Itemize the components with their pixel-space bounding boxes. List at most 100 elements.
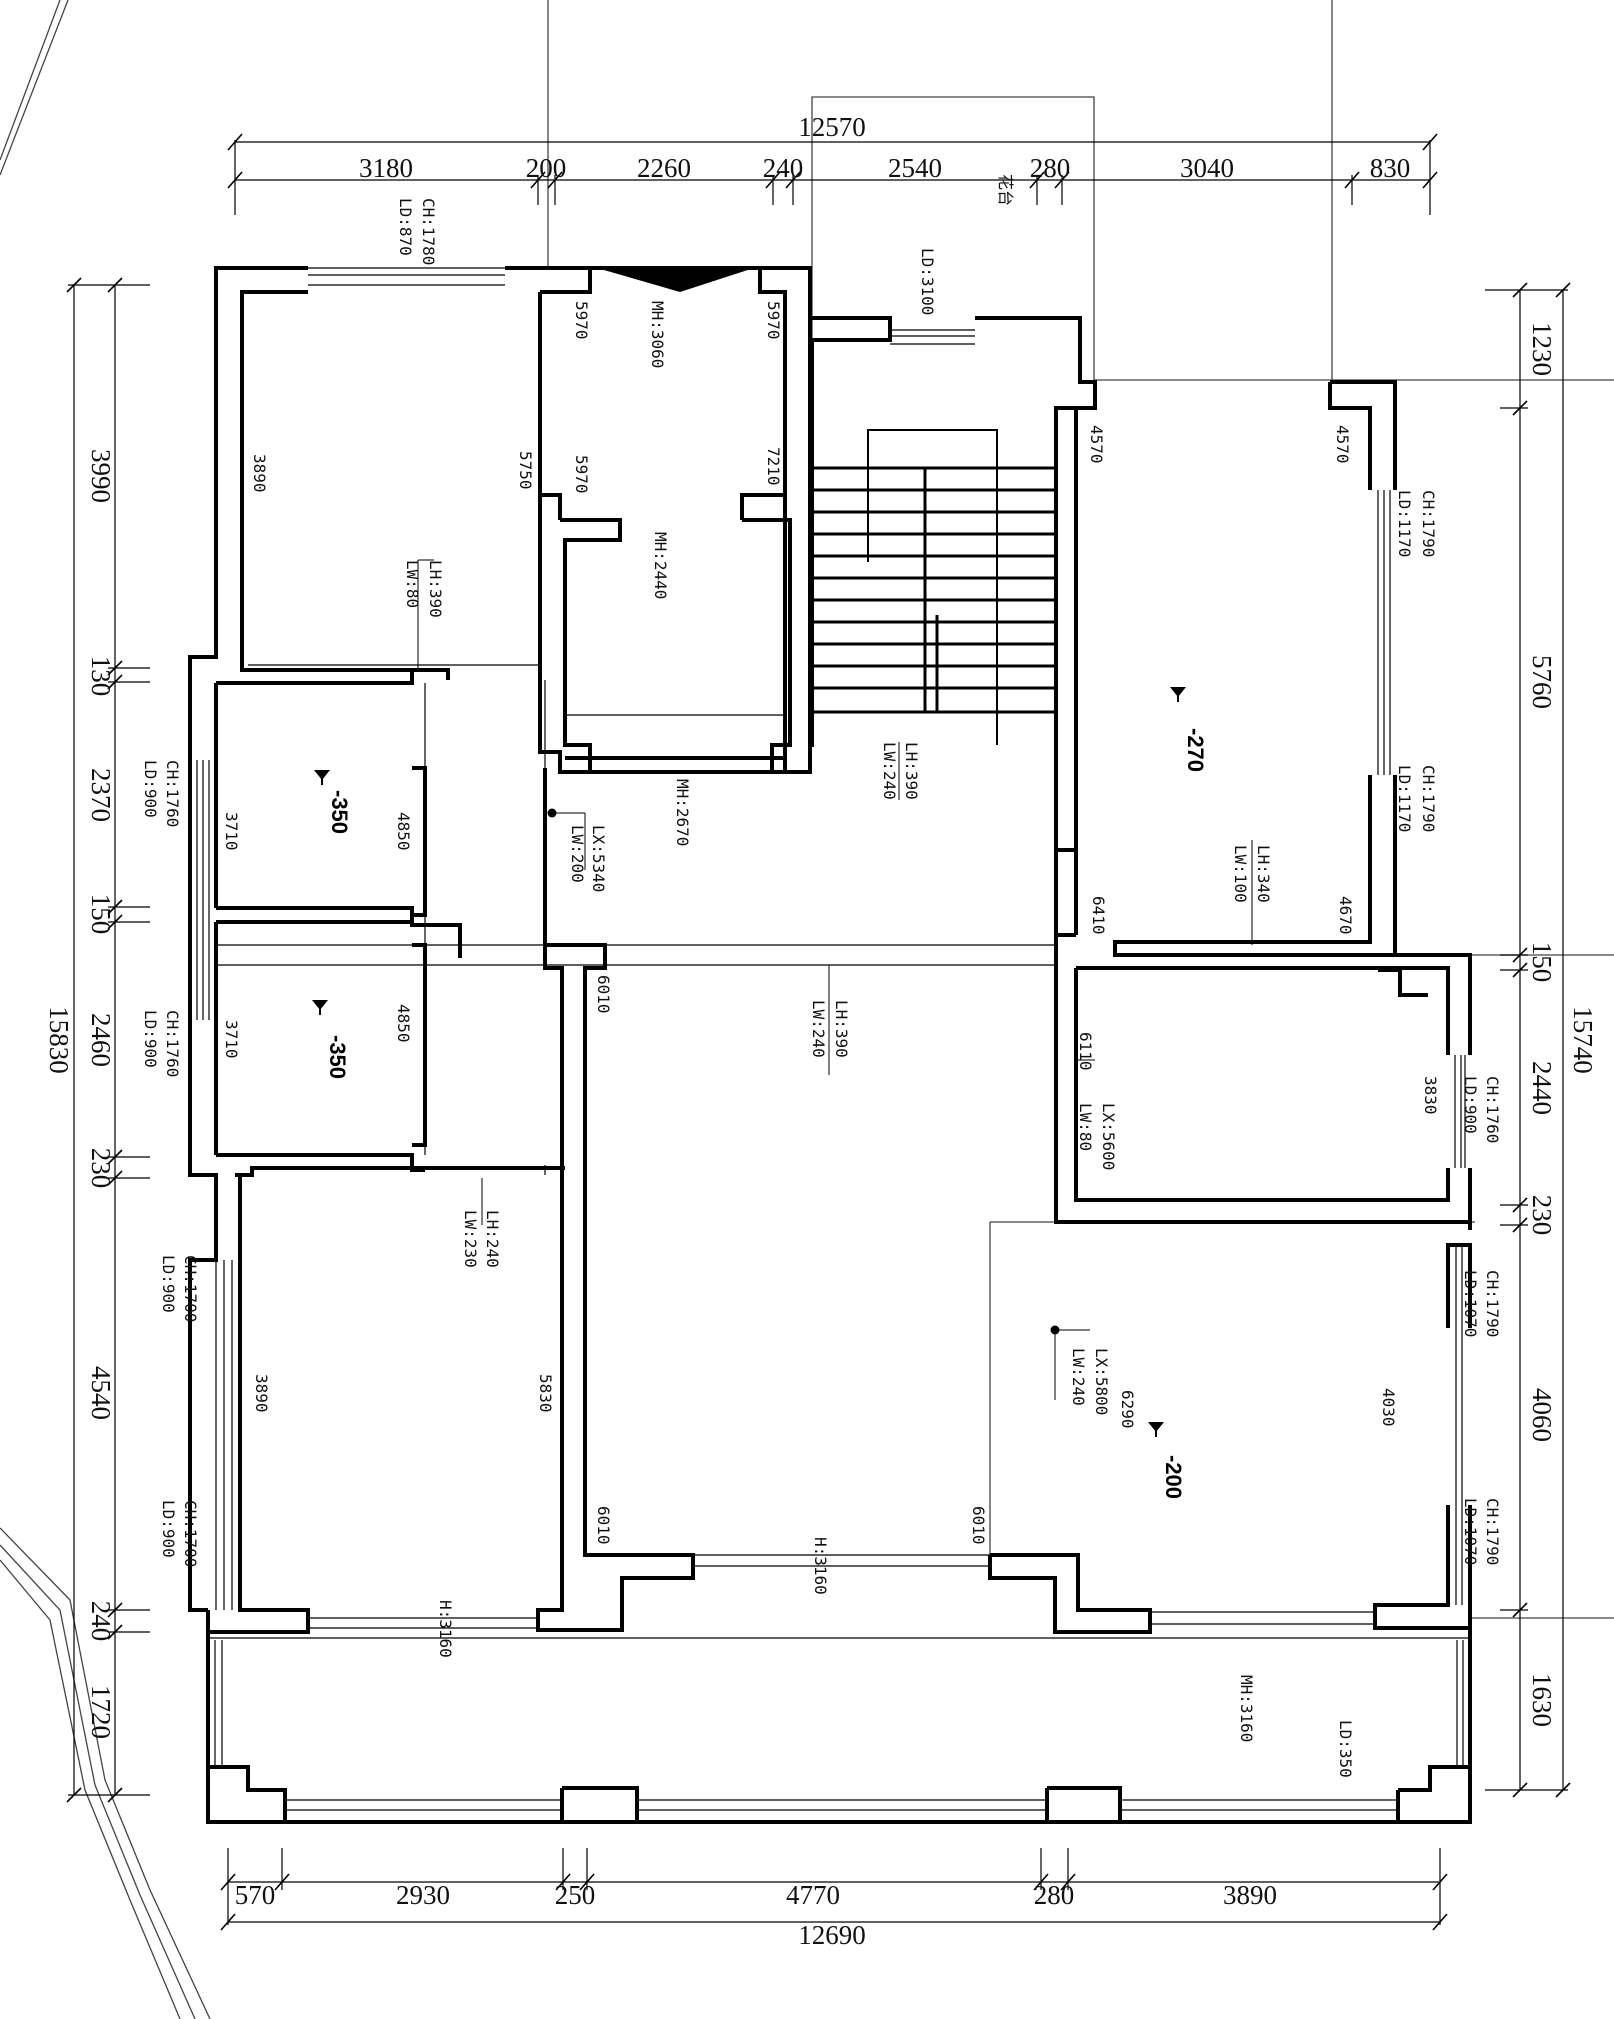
dimension-ticks [66,133,1571,1931]
wall-top-left [188,266,308,1612]
wall-left-rooms [216,668,448,685]
bottom-total: 12690 [798,1920,866,1950]
left-seg-6: 230 [86,1148,116,1189]
top-seg-6: 280 [1030,153,1071,183]
left-seg-2: 130 [86,656,116,697]
bottom-seg-5: 280 [1034,1880,1075,1910]
ann-52: CH:1700 [181,1500,200,1567]
ann-60: 4030 [1379,1388,1398,1427]
wall-right-lower [1446,1243,1472,1328]
ann-67: LD:350 [1336,1720,1355,1778]
wall-stair [810,316,892,342]
annotations: CH:1780 LD:870 LD:3100 MH:3060 5970 5970… [141,198,1502,1778]
right-seg-5: 230 [1527,1195,1557,1236]
ann-46: LH:240 [483,1210,502,1268]
right-seg-3: 150 [1527,942,1557,983]
ann-13: LW:80 [403,560,422,608]
right-seg-1: 1230 [1527,322,1557,376]
left-seg-1: 3990 [86,449,116,503]
ann-5: 5970 [572,301,591,340]
bottom-dimensions: 570 2930 250 4770 280 3890 12690 [235,1880,1277,1950]
level-value-3: -270 [1183,728,1208,772]
left-seg-9: 1720 [86,1685,116,1739]
balcony-label: 花台 [996,174,1015,206]
ann-65: H:3160 [436,1600,455,1658]
ann-24: 4570 [1333,425,1352,464]
wall-bedroom1-inner [240,290,450,680]
ann-12: LH:390 [426,560,445,618]
ann-64: LD:1070 [1461,1498,1480,1565]
ann-4: MH:3060 [648,301,667,368]
ann-43: 3830 [1421,1076,1440,1115]
ann-1: CH:1780 [419,198,438,265]
light-point-2 [1050,1325,1060,1335]
ann-55: H:3160 [811,1537,830,1595]
bottom-seg-2: 2930 [396,1880,450,1910]
ann-47: LW:230 [461,1210,480,1268]
ann-41: LX:5600 [1099,1103,1118,1170]
ann-48: CH:1700 [181,1255,200,1322]
ann-38: LH:390 [832,1000,851,1058]
left-seg-5: 2460 [86,1013,116,1067]
level-value-1: -350 [327,790,352,834]
ann-17: 4850 [394,812,413,851]
ann-63: CH:1790 [1483,1498,1502,1565]
leaders [417,559,1253,1400]
left-total: 15830 [44,1006,74,1074]
ann-10: 3890 [250,454,269,493]
ann-36: 4850 [394,1004,413,1043]
left-dimensions: 15830 3990 130 2370 150 2460 230 4540 24… [44,449,116,1739]
top-dimensions: 12570 3180 200 2260 240 2540 280 3040 83… [359,112,1410,206]
top-seg-3: 2260 [637,153,691,183]
ann-14: CH:1760 [163,760,182,827]
ann-18: LX:5340 [589,825,608,892]
right-seg-4: 2440 [1527,1061,1557,1115]
bottom-seg-6: 3890 [1223,1880,1277,1910]
ann-44: CH:1760 [1483,1076,1502,1143]
ann-66: MH:3160 [1237,1675,1256,1742]
windows [196,267,1470,1811]
wall-bathroom [560,518,622,770]
top-seg-8: 830 [1370,153,1411,183]
ann-42: LW:80 [1076,1103,1095,1151]
ann-50: 3890 [252,1374,271,1413]
ann-2: LD:870 [396,198,415,256]
right-seg-2: 5760 [1527,655,1557,709]
ann-35: 3710 [222,1020,241,1059]
ann-45: LD:900 [1461,1076,1480,1134]
ann-6: 5970 [764,301,783,340]
ann-49: LD:900 [159,1255,178,1313]
ann-16: 3710 [222,812,241,851]
ann-58: LW:240 [1069,1348,1088,1406]
ann-22: LW:240 [880,742,899,800]
ann-56: 6010 [969,1506,988,1545]
level-marker-2: -350 [312,1000,350,1079]
ann-3: LD:3100 [918,248,937,315]
left-seg-3: 2370 [86,768,116,822]
level-marker-3: -270 [1170,687,1208,772]
ann-39: LW:240 [809,1000,828,1058]
ann-27: CH:1790 [1419,765,1438,832]
wall-corridor [536,943,695,1632]
right-total: 15740 [1568,1006,1598,1074]
walls [188,266,1472,1824]
ann-31: 6410 [1089,896,1108,935]
ann-62: LD:1070 [1461,1270,1480,1337]
right-dimensions: 15740 1230 5760 150 2440 230 4060 1630 [1527,322,1598,1727]
light-point-1 [547,808,557,818]
ann-11: 5750 [516,451,535,490]
ann-26: LD:1170 [1395,490,1414,557]
ann-25: CH:1790 [1419,490,1438,557]
right-seg-6: 4060 [1527,1388,1557,1442]
left-seg-4: 150 [86,894,116,935]
top-seg-1: 3180 [359,153,413,183]
ann-33: CH:1760 [163,1010,182,1077]
ann-51: 5830 [536,1374,555,1413]
ann-34: LD:900 [141,1010,160,1068]
ann-61: CH:1790 [1483,1270,1502,1337]
level-value-4: -200 [1161,1455,1186,1499]
ann-32: 4670 [1336,896,1355,935]
wall-right-upper [1330,380,1397,490]
wall-balcony-bottom [206,1765,287,1824]
